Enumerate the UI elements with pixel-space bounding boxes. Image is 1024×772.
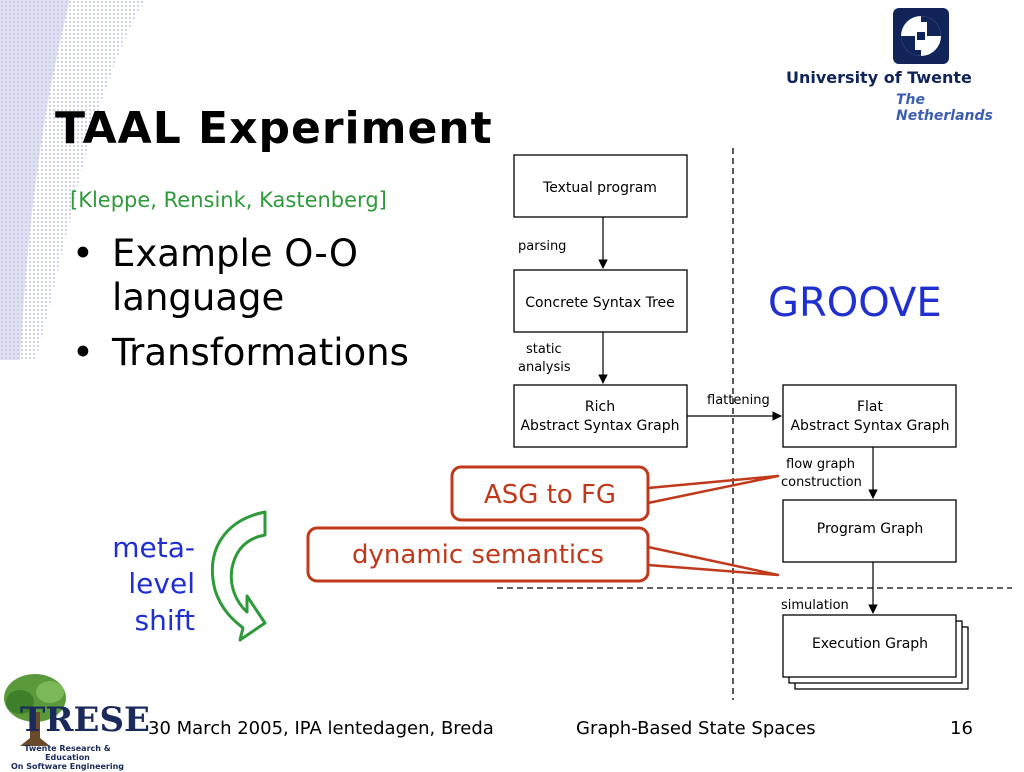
node-program-graph: Program Graph [782, 499, 957, 563]
bullet-glyph: • [72, 232, 94, 275]
callout-dynamic-semantics: dynamic semantics [306, 526, 780, 583]
node-concrete-syntax-tree: Concrete Syntax Tree [513, 269, 688, 333]
node-label: Execution Graph [812, 636, 928, 652]
edge-label-flattening: flattening [707, 393, 770, 408]
bullet-item: • Example O-O language [72, 232, 409, 321]
trese-subtitle-line1: Twente Research & Education [24, 744, 111, 763]
node-flat-asg: Flat Abstract Syntax Graph [782, 384, 957, 448]
curved-shift-arrow-icon [210, 510, 267, 642]
edge-label-analysis: analysis [518, 360, 571, 375]
node-execution-graph: Execution Graph [782, 614, 969, 690]
node-label-line2: Abstract Syntax Graph [790, 418, 949, 434]
trese-subtitle-line2: On Software Engineering [10, 762, 125, 772]
node-label: Concrete Syntax Tree [525, 295, 675, 311]
meta-line1: meta- [112, 531, 195, 564]
authors-citation: [Kleppe, Rensink, Kastenberg] [70, 188, 387, 212]
node-label: Textual program [542, 180, 657, 196]
edge-label-static: static [526, 342, 562, 357]
node-rich-asg: Rich Abstract Syntax Graph [513, 384, 688, 448]
footer-date-venue: 30 March 2005, IPA lentedagen, Breda [148, 718, 494, 739]
bullet-item: • Transformations [72, 331, 409, 375]
university-name: University of Twente [786, 68, 972, 87]
node-label-line1: Rich [585, 399, 615, 415]
callout-text: dynamic semantics [352, 540, 604, 570]
bullet-list: • Example O-O language • Transformations [72, 232, 409, 385]
node-label: Program Graph [817, 521, 923, 537]
edge-label-parsing: parsing [518, 239, 566, 254]
node-textual-program: Textual program [513, 154, 688, 218]
twente-logo-icon [893, 8, 949, 64]
bullet-text-line1: Transformations [112, 330, 409, 374]
university-country: The Netherlands [896, 92, 993, 124]
footer-page-number: 16 [950, 718, 973, 739]
groove-label: GROOVE [768, 280, 942, 326]
edge-label-flow-graph: flow graph [786, 457, 855, 472]
callout-text: ASG to FG [484, 480, 616, 510]
meta-level-shift-label: meta- level shift [90, 530, 195, 639]
edge-label-construction: construction [781, 475, 862, 490]
footer-talk-title: Graph-Based State Spaces [576, 718, 816, 739]
node-label-line1: Flat [857, 399, 884, 415]
meta-line3: shift [134, 603, 195, 637]
slide-title: TAAL Experiment [55, 103, 493, 154]
edge-label-simulation: simulation [781, 598, 849, 613]
tree-icon [4, 674, 66, 746]
node-label-line2: Abstract Syntax Graph [520, 418, 679, 434]
bullet-text-line1: Example O-O [112, 232, 358, 275]
bullet-glyph: • [72, 330, 94, 374]
meta-line2: level [128, 567, 195, 601]
bullet-text-line2: language [112, 276, 285, 320]
trese-subtitle: Twente Research & Education On Software … [10, 744, 125, 772]
callout-asg-to-fg: ASG to FG [450, 465, 780, 522]
trese-wordmark: TRESE [20, 700, 150, 740]
